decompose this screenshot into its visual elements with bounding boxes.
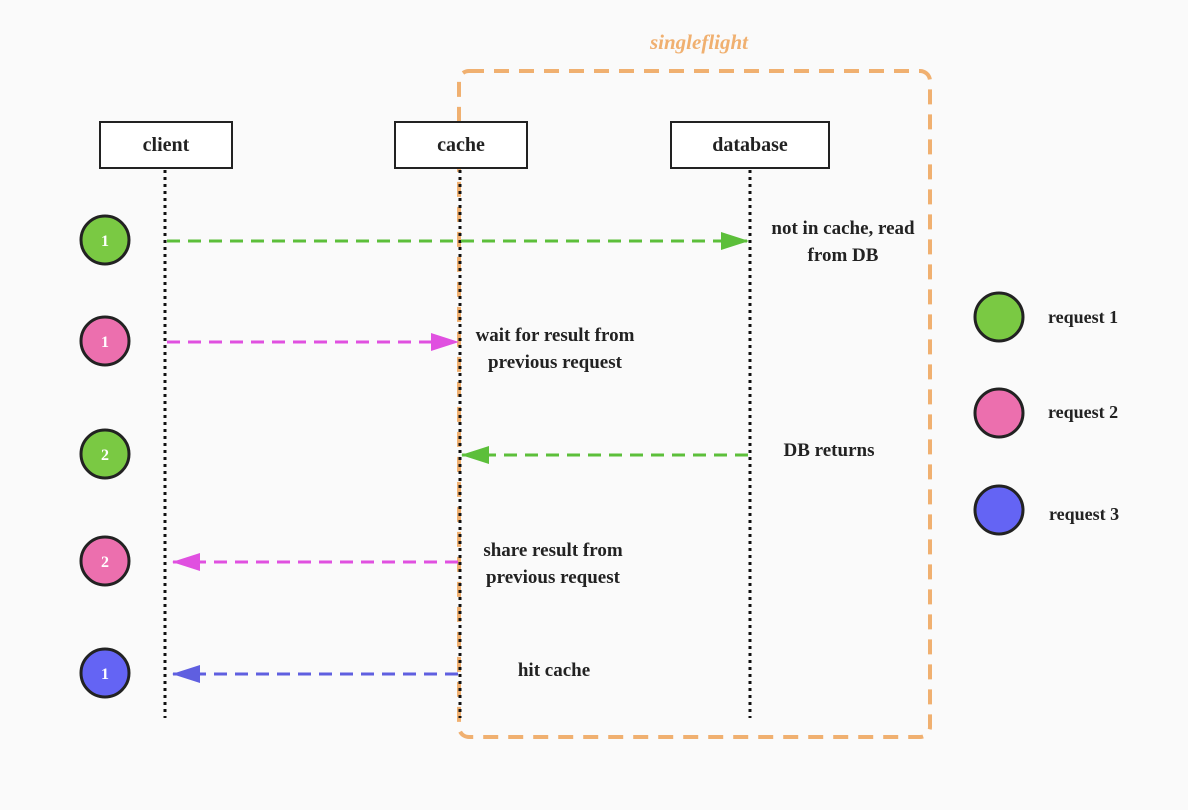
step-4-circle — [79, 535, 131, 587]
singleflight-boundary — [457, 69, 932, 739]
step-5-circle — [79, 647, 131, 699]
step-3-badge: 2 — [79, 428, 131, 480]
step-1-label-line-2: from DB — [807, 245, 879, 266]
step-1-badge: 1 — [79, 214, 131, 266]
step-arrows — [167, 232, 749, 683]
legend-swatch-request-3 — [973, 484, 1025, 536]
step-5-label-line-1: hit cache — [517, 660, 591, 681]
step-3-circle — [79, 428, 131, 480]
step-1-label-line-1: not in cache, read — [771, 218, 915, 239]
step-2-number: 1 — [101, 334, 109, 351]
step-3-label: DB returns — [764, 437, 894, 464]
step-4-number: 2 — [101, 554, 109, 571]
client-actor: client — [99, 121, 233, 169]
step-1-number: 1 — [101, 233, 109, 250]
step-4-badge: 2 — [79, 535, 131, 587]
step-2-label-line-2: previous request — [488, 352, 622, 373]
step-5-label: hit cache — [494, 657, 614, 684]
step-2-label-line-1: wait for result from — [475, 325, 635, 346]
legend-swatch-request-1 — [973, 291, 1025, 343]
step-5-badge: 1 — [79, 647, 131, 699]
legend-label-request-2: request 2 — [1048, 402, 1119, 422]
legend-label-request-1: request 1 — [1048, 307, 1119, 327]
step-4-label-line-2: previous request — [486, 567, 620, 588]
cache-actor: cache — [394, 121, 528, 169]
step-2-label: wait for result from previous request — [455, 322, 655, 376]
legend-swatch-request-2 — [973, 387, 1025, 439]
step-4-label: share result from previous request — [458, 537, 648, 591]
legend-label-request-3: request 3 — [1049, 504, 1120, 524]
step-1-label: not in cache, read from DB — [752, 215, 934, 269]
step-2-badge: 1 — [79, 315, 131, 367]
singleflight-title: singleflight — [650, 30, 749, 54]
step-circles: 1 1 2 2 1 — [79, 214, 131, 699]
legend-swatches — [973, 291, 1025, 536]
database-actor: database — [670, 121, 830, 169]
step-5-number: 1 — [101, 666, 109, 683]
step-2-circle — [79, 315, 131, 367]
step-4-label-line-1: share result from — [483, 540, 623, 561]
step-3-number: 2 — [101, 447, 109, 464]
step-1-circle — [79, 214, 131, 266]
step-3-label-line-1: DB returns — [783, 440, 875, 461]
